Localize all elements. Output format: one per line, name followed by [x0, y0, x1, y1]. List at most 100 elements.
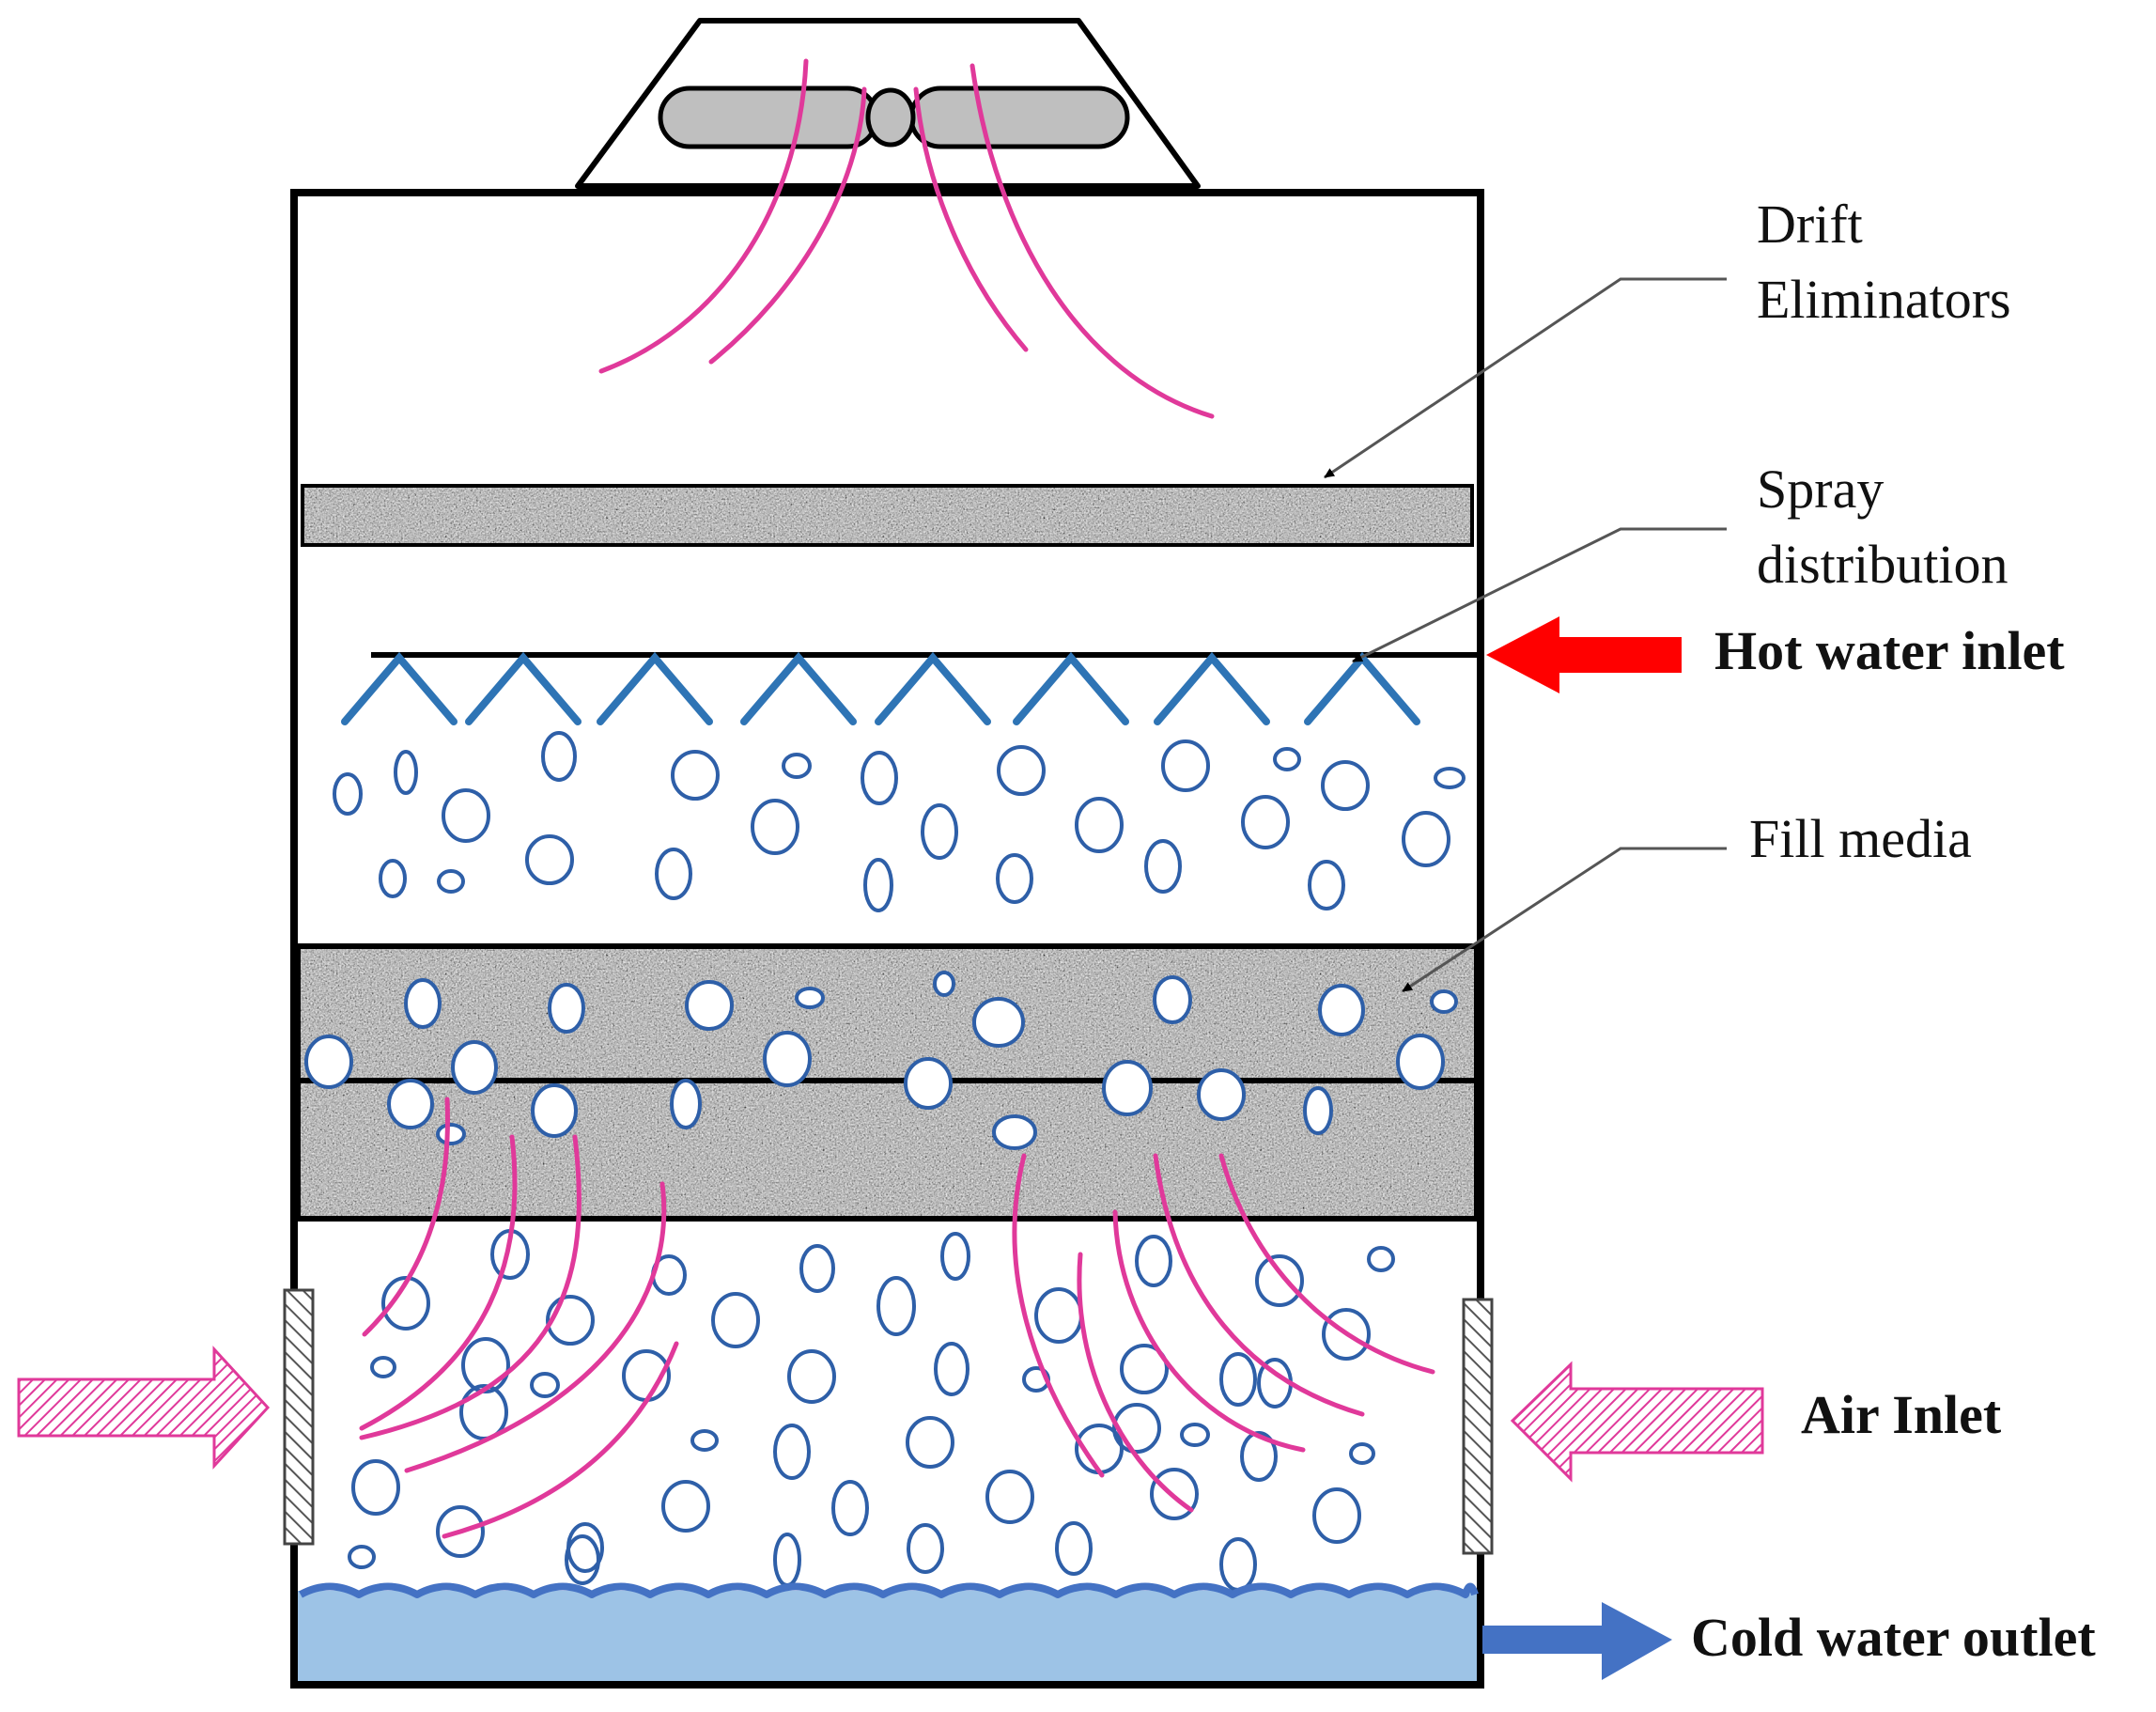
droplet: [655, 848, 692, 900]
droplet: [1255, 1254, 1304, 1307]
droplet: [1321, 760, 1370, 811]
droplet: [671, 750, 720, 801]
droplet: [1303, 1086, 1333, 1135]
droplet: [1161, 739, 1210, 792]
droplet: [996, 853, 1033, 904]
droplet: [1241, 795, 1290, 849]
fill-media-label: Fill media: [1749, 808, 1972, 869]
droplet: [1102, 1060, 1153, 1116]
fan-icon: [658, 86, 1130, 149]
droplet: [1318, 984, 1365, 1036]
droplet: [795, 987, 825, 1009]
airflow-line: [1218, 1153, 1435, 1375]
droplet: [379, 859, 407, 898]
droplet: [1396, 1034, 1445, 1090]
cold-water-outlet-arrow: [1482, 1602, 1672, 1680]
droplet: [670, 1079, 702, 1129]
droplet: [1197, 1068, 1246, 1121]
airflow-line: [708, 86, 867, 365]
droplet: [1367, 1246, 1395, 1272]
basin-water: [298, 1582, 1479, 1681]
spray-nozzle: [1154, 651, 1270, 725]
droplet: [531, 1083, 578, 1138]
droplet: [1120, 1344, 1169, 1394]
droplet: [921, 803, 958, 860]
airflow-line: [362, 1097, 450, 1337]
droplets-spray-zone: [333, 731, 1466, 912]
droplet: [782, 753, 812, 779]
airflow-line: [1153, 1153, 1365, 1417]
droplet: [1240, 1431, 1278, 1482]
droplet: [787, 1349, 836, 1404]
spray-nozzle: [597, 651, 713, 725]
droplet: [773, 1424, 811, 1480]
drift-eliminators-label-line2: Eliminators: [1757, 269, 2011, 330]
airflow-line: [359, 1134, 518, 1431]
droplet: [763, 1031, 812, 1087]
hot-water-inlet-arrow: [1486, 616, 1682, 693]
droplet: [1144, 839, 1182, 894]
droplet: [1055, 1521, 1093, 1576]
leader-lines: [1324, 277, 1727, 993]
droplet: [1434, 767, 1466, 789]
droplet: [351, 1459, 400, 1516]
droplet: [1308, 860, 1345, 910]
droplet: [690, 1429, 719, 1452]
droplet: [1402, 811, 1450, 867]
droplet: [541, 731, 577, 782]
right-louver: [1462, 1298, 1494, 1555]
droplet: [1180, 1423, 1210, 1447]
droplet: [1219, 1352, 1257, 1407]
droplets-rain-zone: [348, 1229, 1395, 1592]
droplet: [972, 997, 1025, 1048]
spray-distribution-label-line2: distribution: [1757, 534, 2008, 595]
air-inlet-right-arrow: [1510, 1361, 1764, 1483]
droplet: [940, 1232, 970, 1281]
droplet: [348, 1545, 376, 1569]
droplet: [442, 788, 490, 843]
droplet: [451, 1040, 498, 1095]
airflow-line: [404, 1181, 667, 1473]
droplet: [985, 1470, 1034, 1524]
droplet: [661, 1480, 710, 1533]
airflow-line: [1012, 1153, 1105, 1478]
droplet: [525, 834, 574, 885]
droplet: [394, 750, 418, 795]
droplet: [1153, 975, 1192, 1024]
droplet: [933, 971, 955, 997]
droplet: [934, 1342, 969, 1396]
droplet: [436, 1123, 466, 1145]
droplet: [1322, 1308, 1371, 1361]
spray-nozzle: [875, 651, 991, 725]
spray-nozzles: [341, 651, 1420, 725]
droplet: [1312, 1487, 1361, 1544]
droplet: [304, 1035, 353, 1089]
tower-body: [290, 189, 1484, 1689]
hot-water-inlet-label: Hot water inlet: [1714, 620, 2065, 681]
droplet: [831, 1480, 869, 1536]
air-inlet-left-arrow: [17, 1346, 271, 1470]
droplet: [861, 751, 898, 805]
droplet: [711, 1292, 760, 1348]
droplet: [1112, 1403, 1161, 1454]
droplet: [437, 869, 465, 894]
spray-nozzle: [341, 651, 458, 725]
droplet: [876, 1276, 916, 1336]
droplet: [1349, 1442, 1375, 1465]
spray-nozzle: [740, 651, 857, 725]
airflow-line: [1077, 1252, 1194, 1513]
droplet: [370, 1356, 396, 1378]
spray-nozzle: [465, 651, 582, 725]
droplet: [546, 1295, 595, 1346]
droplet: [381, 1276, 430, 1331]
droplet: [387, 1079, 434, 1129]
droplet: [530, 1372, 560, 1398]
droplet: [1150, 1468, 1199, 1520]
airflow-line: [913, 86, 1029, 352]
fill-media-layer: [295, 943, 1480, 1222]
droplet: [992, 1114, 1037, 1150]
cold-water-outlet-label: Cold water outlet: [1691, 1607, 2096, 1668]
droplet: [863, 858, 893, 912]
droplet: [906, 1416, 954, 1469]
